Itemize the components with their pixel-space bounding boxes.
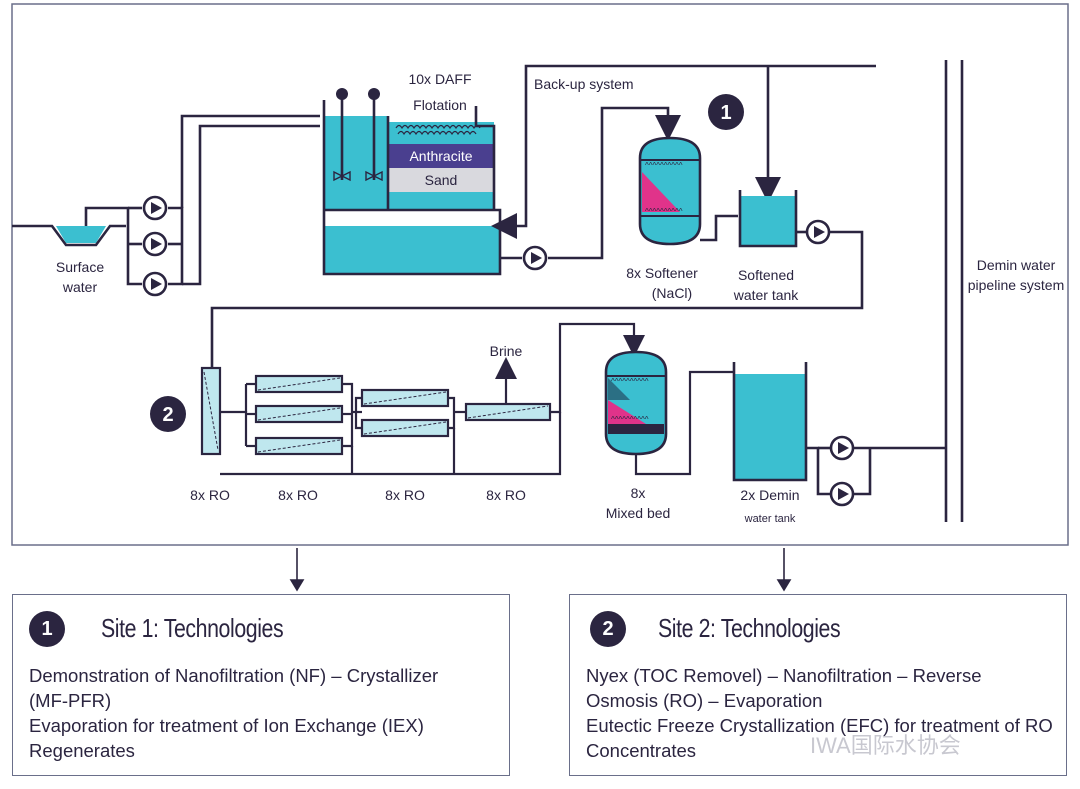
mixed-bed-vessel: ^^^^^^^^^^ ^^^^^^^^^^: [604, 350, 668, 456]
ro-label-3: 8x RO: [385, 487, 425, 503]
demin-tank-label-2: water tank: [744, 513, 796, 525]
demin-pipeline-label: Demin water: [977, 257, 1056, 273]
demin-water-tank: [732, 362, 808, 482]
surface-water-label-2: water: [62, 279, 98, 295]
backup-system-label: Back-up system: [534, 76, 634, 92]
site1-badge: 1: [29, 611, 65, 647]
brine-label: Brine: [490, 343, 523, 359]
softened-tank-label-2: water tank: [733, 287, 800, 303]
demin-pipeline-label-2: pipeline system: [968, 277, 1065, 293]
demin-pipeline: [944, 60, 964, 522]
site1-lines: Demonstration of Nanofiltration (NF) – C…: [29, 663, 438, 763]
mixed-bed-label-2: Mixed bed: [606, 505, 671, 521]
site2-title: Site 2: Technologies: [658, 613, 841, 643]
site2-panel: 2 Site 2: Technologies Nyex (TOC Removel…: [569, 594, 1067, 776]
site2-line-2: Osmosis (RO) – Evaporation: [586, 690, 823, 711]
site2-diagram-badge-text: 2: [162, 404, 173, 426]
ro-stage-1: [200, 366, 222, 456]
site2-lines: Nyex (TOC Removel) – Nanofiltration – Re…: [586, 663, 1053, 763]
ro-label-1: 8x RO: [190, 487, 230, 503]
site1-diagram-badge-text: 1: [720, 102, 731, 124]
svg-text:^^^^^^^^^^: ^^^^^^^^^^: [645, 161, 683, 170]
svg-text:^^^^^^^^^^: ^^^^^^^^^^: [611, 415, 649, 424]
softened-tank-label: Softened: [738, 267, 794, 283]
ro-stage-4: [464, 402, 552, 422]
ro-stage-2: [254, 374, 344, 456]
site2-diagram-badge: [150, 396, 186, 432]
diagram-frame: [11, 3, 1069, 546]
demin-tank-label: 2x Demin: [740, 487, 799, 503]
sand-label: Sand: [425, 172, 458, 188]
site2-badge: 2: [590, 611, 626, 647]
site1-title: Site 1: Technologies: [101, 613, 284, 643]
surface-water-label: Surface: [56, 259, 104, 275]
site2-line-1: Nyex (TOC Removel) – Nanofiltration – Re…: [586, 665, 982, 686]
svg-text:^^^^^^^^^^: ^^^^^^^^^^: [611, 377, 649, 386]
flotation-label: Flotation: [413, 97, 467, 113]
site1-panel: 1 Site 1: Technologies Demonstration of …: [12, 594, 510, 776]
site2-line-3: Eutectic Freeze Crystallization (EFC) fo…: [586, 715, 1053, 736]
softener-vessel: ^^^^^^^^^^ ^^^^^^^^^^: [638, 136, 702, 246]
softener-label-2: (NaCl): [652, 285, 692, 301]
watermark: IWA国际水协会: [810, 733, 961, 758]
surface-water-basin: [12, 224, 126, 247]
daff-label: 10x DAFF: [408, 71, 471, 87]
flotation-bubbles: [395, 124, 481, 136]
svg-text:^^^^^^^^^^: ^^^^^^^^^^: [645, 207, 683, 216]
mixed-bed-label: 8x: [631, 485, 646, 501]
anthracite-label: Anthracite: [409, 148, 472, 164]
site1-diagram-badge: [708, 94, 744, 130]
ro-label-2: 8x RO: [278, 487, 318, 503]
site1-line-3: Evaporation for treatment of Ion Exchang…: [29, 715, 424, 736]
surface-pump-piping: [84, 114, 320, 286]
softened-water-tank: [738, 190, 798, 248]
site1-line-4: Regenerates: [29, 740, 135, 761]
ro-stage-3: [360, 388, 450, 438]
site2-line-4: Concentrates: [586, 740, 697, 761]
backup-pipe: [491, 64, 876, 239]
surface-pumps: [142, 195, 168, 297]
softener-label: 8x Softener: [626, 265, 698, 281]
site1-line-1: Demonstration of Nanofiltration (NF) – C…: [29, 665, 439, 686]
site1-line-2: (MF-PFR): [29, 690, 112, 711]
ro-label-4: 8x RO: [486, 487, 526, 503]
down-arrows: [289, 548, 792, 592]
daff-flotation-unit: [322, 88, 502, 276]
